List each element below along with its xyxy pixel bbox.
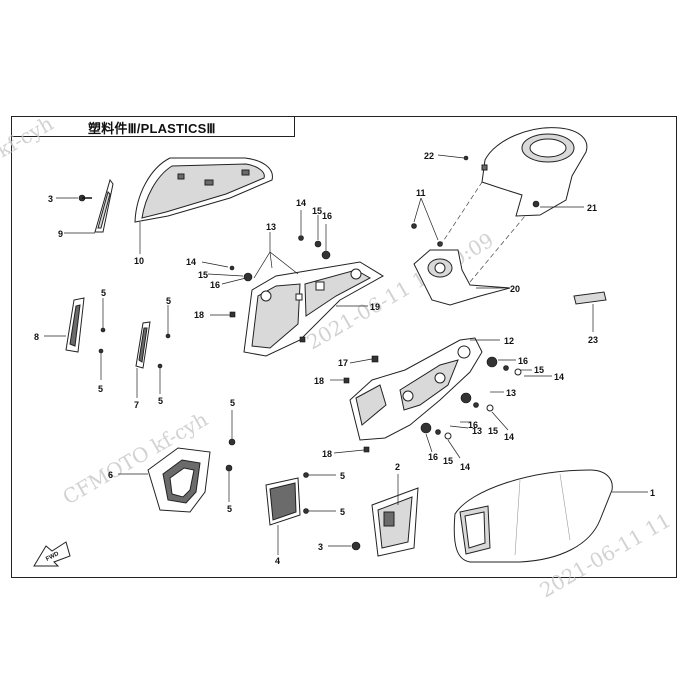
part-8-trim-strip-left[interactable] bbox=[44, 297, 106, 380]
callout-14d: 14 bbox=[504, 432, 514, 442]
diagram-title: 塑料件Ⅲ/PLASTICSⅢ bbox=[88, 121, 216, 136]
part-1-side-panel[interactable] bbox=[453, 469, 648, 563]
callout-14e: 14 bbox=[460, 462, 470, 472]
callout-13a: 13 bbox=[266, 222, 276, 232]
callout-16a: 16 bbox=[322, 211, 332, 221]
callout-15c: 15 bbox=[534, 365, 544, 375]
callout-15a: 15 bbox=[312, 206, 322, 216]
callout-14a: 14 bbox=[296, 198, 306, 208]
part-23-pad[interactable] bbox=[573, 291, 607, 332]
callout-20: 20 bbox=[510, 284, 520, 294]
callout-6: 6 bbox=[108, 470, 113, 480]
callout-18c: 18 bbox=[322, 449, 332, 459]
callout-18b: 18 bbox=[314, 376, 324, 386]
callout-8: 8 bbox=[34, 332, 39, 342]
callout-5h: 5 bbox=[340, 507, 345, 517]
callout-18a: 18 bbox=[194, 310, 204, 320]
callout-labels: 1 2 3 3 4 5 5 5 5 5 5 5 5 6 7 8 9 10 11 … bbox=[34, 151, 655, 566]
callout-1: 1 bbox=[650, 488, 655, 498]
callout-22: 22 bbox=[424, 151, 434, 161]
part-20-mount-bracket[interactable] bbox=[411, 169, 531, 306]
callout-16c: 16 bbox=[518, 356, 528, 366]
callout-7: 7 bbox=[134, 400, 139, 410]
diagram-frame bbox=[11, 116, 677, 578]
callout-5a: 5 bbox=[101, 288, 106, 298]
callout-3b: 3 bbox=[318, 542, 323, 552]
callout-15d: 15 bbox=[488, 426, 498, 436]
callout-15b: 15 bbox=[198, 270, 208, 280]
part-2-small-cover[interactable] bbox=[328, 474, 419, 557]
callout-14b: 14 bbox=[186, 257, 196, 267]
callout-23: 23 bbox=[588, 335, 598, 345]
part-6-vent-frame[interactable] bbox=[118, 410, 236, 513]
callout-5g: 5 bbox=[340, 471, 345, 481]
callout-16e: 16 bbox=[428, 452, 438, 462]
part-4-grille[interactable] bbox=[265, 472, 336, 556]
callout-5d: 5 bbox=[158, 396, 163, 406]
callout-5e: 5 bbox=[230, 398, 235, 408]
callout-11: 11 bbox=[416, 188, 426, 198]
callout-16b: 16 bbox=[210, 280, 220, 290]
callout-15e: 15 bbox=[443, 456, 453, 466]
callout-21: 21 bbox=[587, 203, 597, 213]
callout-12: 12 bbox=[504, 336, 514, 346]
callout-10: 10 bbox=[134, 256, 144, 266]
part-9-small-bracket[interactable] bbox=[56, 178, 114, 234]
callout-4: 4 bbox=[275, 556, 280, 566]
watermark-user: kf-cyh bbox=[0, 111, 57, 162]
part-21-fuel-tank-cover[interactable] bbox=[437, 127, 588, 217]
title-box bbox=[11, 116, 295, 137]
callout-5c: 5 bbox=[166, 296, 171, 306]
part-7-trim-strip[interactable] bbox=[135, 305, 171, 398]
part-19-inner-bracket[interactable] bbox=[201, 210, 384, 357]
fwd-arrow-icon: FWD bbox=[33, 541, 71, 567]
callout-13c: 13 bbox=[472, 426, 482, 436]
callout-9: 9 bbox=[58, 229, 63, 239]
part-12-frame-bracket[interactable] bbox=[330, 337, 552, 459]
callout-5f: 5 bbox=[227, 504, 232, 514]
part-10-headlight-cover[interactable] bbox=[134, 157, 273, 254]
callout-19: 19 bbox=[370, 302, 380, 312]
callout-14c: 14 bbox=[554, 372, 564, 382]
callout-2: 2 bbox=[395, 462, 400, 472]
callout-17: 17 bbox=[338, 358, 348, 368]
callout-5b: 5 bbox=[98, 384, 103, 394]
callout-3a: 3 bbox=[48, 194, 53, 204]
callout-16d: 16 bbox=[468, 420, 478, 430]
callout-13b: 13 bbox=[506, 388, 516, 398]
